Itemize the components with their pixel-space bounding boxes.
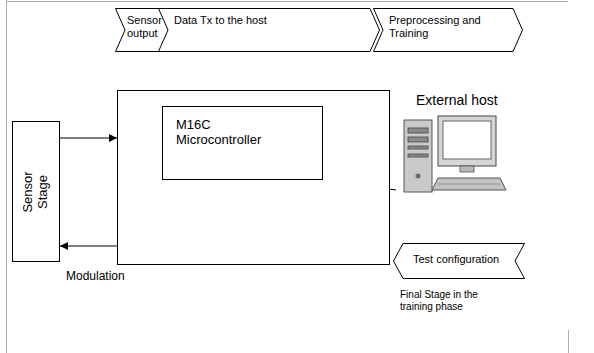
frame-line — [568, 330, 569, 353]
box-outline — [163, 107, 323, 180]
box-outline — [13, 122, 60, 262]
board-box: M16C Microcontroller — [117, 90, 390, 265]
node-text: Preprocessing and Training — [389, 14, 499, 39]
text-holder: External host — [396, 88, 515, 112]
power-button — [416, 174, 421, 179]
chevron-outline — [159, 9, 380, 52]
keyboard — [432, 178, 506, 190]
process-chevron: Preprocessing and Training — [373, 8, 523, 52]
text-holder: Sensor output — [115, 8, 171, 43]
monitor-screen — [443, 121, 491, 159]
chevron-outline — [394, 244, 525, 279]
node-text: Test configuration — [413, 253, 513, 266]
node-text: Sensor Stage — [21, 162, 51, 222]
box-outline — [118, 91, 390, 265]
text-holder: M16C Microcontroller — [162, 106, 294, 156]
monitor-stand — [460, 166, 474, 172]
stage-chevron: Test configuration — [393, 243, 525, 279]
sensor-box: Sensor Stage — [12, 121, 60, 262]
computer-tower — [404, 120, 432, 192]
process-chevron: Data Tx to the host — [158, 8, 380, 52]
drive-slot — [408, 146, 428, 149]
drive-slot — [408, 154, 428, 157]
signal-arrow — [60, 138, 117, 139]
node-text: M16C Microcontroller — [176, 118, 286, 148]
signal-label: Modulation — [66, 270, 146, 284]
chevron-outline — [374, 9, 523, 52]
node-text: Sensor output — [127, 14, 161, 39]
monitor — [438, 116, 496, 166]
text-holder: Preprocessing and Training — [373, 8, 513, 43]
signal-arrow — [60, 246, 117, 247]
frame-line — [6, 0, 7, 353]
drive-slot — [408, 128, 428, 133]
microcontroller-box: M16C Microcontroller — [162, 106, 323, 180]
frame-line — [6, 1, 568, 2]
keyboard-row — [438, 184, 500, 185]
node-text: External host — [416, 92, 511, 108]
text-holder: Sensor Stage — [21, 162, 51, 222]
text-holder: Test configuration — [393, 243, 525, 270]
drive-slot — [408, 137, 428, 142]
note-label: Final Stage in the training phase — [400, 289, 500, 312]
host-computer: External host — [396, 88, 515, 208]
computer-icon — [404, 116, 506, 192]
text-holder: Data Tx to the host — [158, 8, 368, 31]
node-text: Data Tx to the host — [174, 14, 354, 27]
